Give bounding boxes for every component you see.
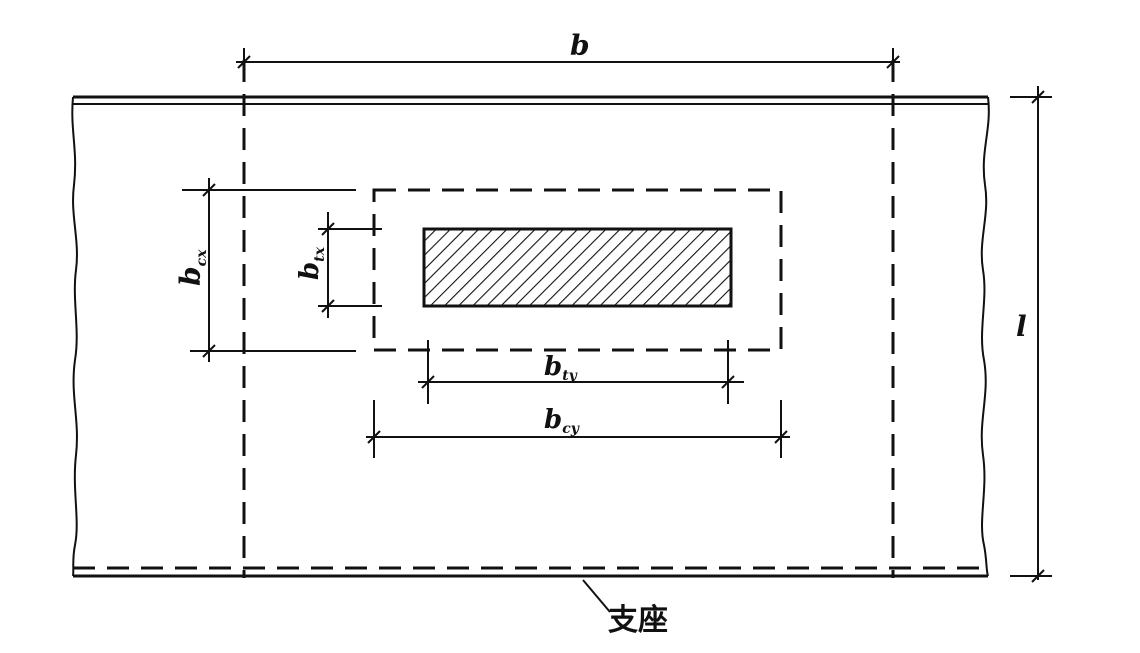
dimension-bcx <box>182 178 356 362</box>
slab-top-edge <box>73 95 988 105</box>
dimension-b <box>236 48 900 76</box>
label-bcy: bcy <box>544 405 580 437</box>
dimension-bcy <box>366 400 790 458</box>
right-break-line <box>980 96 990 577</box>
label-btx: btx <box>295 246 328 280</box>
dimension-l <box>1010 86 1052 583</box>
distributed-area-outline <box>372 188 783 352</box>
label-bty: bty <box>544 352 578 384</box>
label-l: l <box>1016 310 1027 343</box>
loaded-area <box>422 227 733 308</box>
left-break-line <box>71 96 78 577</box>
slab-bottom-edge <box>73 566 988 578</box>
dimension-btx <box>318 212 382 318</box>
label-b: b <box>570 29 590 62</box>
support-leader-line <box>582 579 611 613</box>
dimension-bty <box>418 340 744 404</box>
label-support: 支座 <box>608 603 668 638</box>
label-bcx: bcx <box>174 249 210 286</box>
